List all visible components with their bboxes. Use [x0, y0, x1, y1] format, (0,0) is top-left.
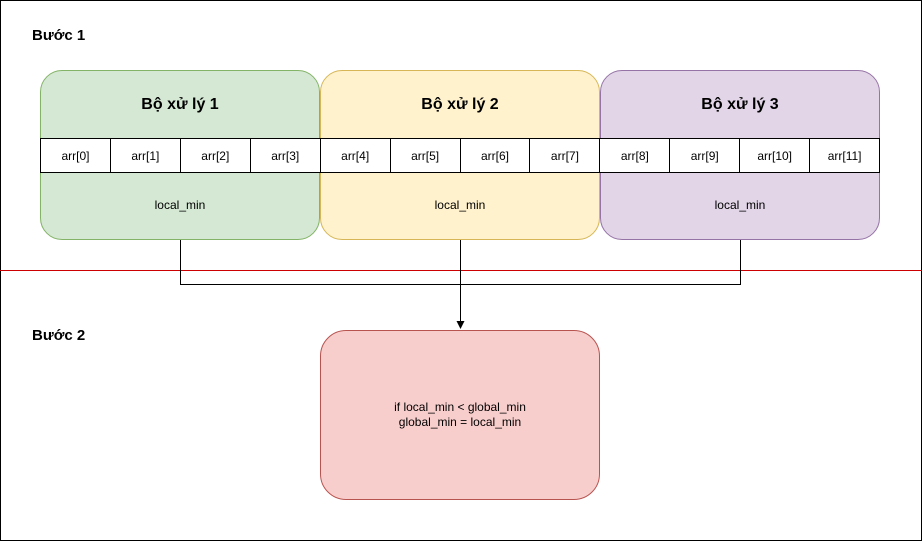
array-cell: arr[7]: [530, 139, 601, 172]
array-cell: arr[4]: [321, 139, 391, 172]
array-cell: arr[9]: [670, 139, 741, 172]
array-cell: arr[8]: [600, 139, 671, 172]
result-condition-text: if local_min < global_min: [394, 400, 526, 414]
step-2-label: Bước 2: [32, 327, 86, 344]
processor-1-title: Bộ xử lý 1: [141, 96, 219, 113]
processor-3-title: Bộ xử lý 3: [701, 96, 779, 113]
processor-2-title: Bộ xử lý 2: [421, 96, 499, 113]
array-cell: arr[0]: [41, 139, 111, 172]
processor-3-local-min: local_min: [714, 198, 766, 212]
step-1-label: Bước 1: [32, 27, 86, 44]
array-cell: arr[5]: [391, 139, 461, 172]
processor-2-local-min: local_min: [434, 198, 486, 212]
array-cell: arr[3]: [251, 139, 321, 172]
processor-1-local-min: local_min: [154, 198, 206, 212]
result-assignment-text: global_min = local_min: [398, 415, 522, 429]
array-cell: arr[11]: [827, 148, 862, 163]
global-min-box: if local_min < global_min global_min = l…: [320, 330, 600, 500]
array-cell: arr[1]: [111, 139, 181, 172]
array-cell: arr[10]: [740, 139, 811, 172]
array-cell: arr[6]: [461, 139, 531, 172]
array-cell: arr[2]: [181, 139, 251, 172]
array-row: arr[0] arr[1] arr[2] arr[3] arr[4] arr[5…: [40, 138, 880, 173]
